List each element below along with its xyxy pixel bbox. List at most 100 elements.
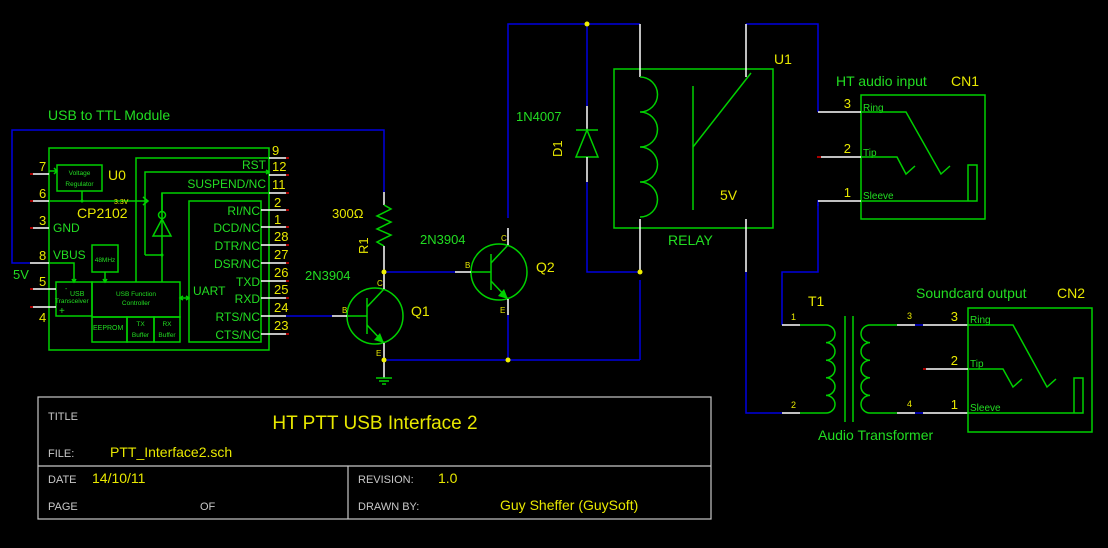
txd-label: TXD	[236, 275, 260, 289]
q2-ref: Q2	[536, 259, 555, 275]
title-block: TITLE HT PTT USB Interface 2 FILE: PTT_I…	[37, 396, 712, 520]
cn2-title: Soundcard output	[916, 285, 1027, 301]
r1-resistor: 300Ω R1	[332, 192, 393, 272]
cn2-tip-label: Tip	[970, 359, 984, 370]
controller-label-1: USB Function	[116, 291, 156, 298]
pin-9: 9	[272, 143, 279, 158]
q2-base-label: B	[465, 261, 470, 270]
cn1-ring-label: Ring	[863, 103, 884, 114]
pin-8: 8	[39, 248, 46, 263]
wire-cn1-t1	[781, 203, 819, 325]
vbus-pin-label: VBUS	[53, 248, 86, 262]
v33-label: 3.3V	[114, 199, 129, 206]
rst-label: RST	[242, 158, 267, 172]
wires	[11, 23, 923, 414]
t1-pin-1: 1	[791, 312, 796, 322]
cp2102-body	[48, 147, 270, 351]
t1-part: Audio Transformer	[818, 427, 933, 443]
wire-relay-t1	[745, 272, 782, 414]
file-name: PTT_Interface2.sch	[110, 444, 232, 460]
dcd-label: DCD/NC	[213, 221, 260, 235]
cn2-sleeve-label: Sleeve	[970, 403, 1001, 414]
regulator-label-2: Regulator	[65, 181, 94, 188]
cn1-connector: HT audio input CN1 3 2 1 Ring Tip Sleeve	[817, 73, 986, 220]
t1-pin-3: 3	[907, 311, 912, 321]
relay-ref: U1	[774, 51, 792, 67]
cn1-ref: CN1	[951, 73, 979, 89]
wire-top-bus	[507, 23, 640, 218]
pin-28: 28	[274, 229, 288, 244]
date-label: DATE	[48, 474, 77, 486]
5v-supply-label: 5V	[13, 267, 29, 282]
q1-emitter-label: E	[376, 349, 381, 358]
rx-buffer-block	[153, 316, 181, 343]
revision-label: REVISION:	[358, 474, 414, 486]
t1-pin-2: 2	[791, 400, 796, 410]
q1-transistor: 2N3904 Q1 B C E	[305, 268, 430, 385]
d1-part: 1N4007	[516, 109, 562, 124]
q2-emitter-label: E	[500, 306, 505, 315]
pin-3: 3	[39, 213, 46, 228]
pin-4: 4	[39, 310, 46, 325]
title-label: TITLE	[48, 411, 78, 423]
dtr-label: DTR/NC	[215, 239, 261, 253]
pin-26: 26	[274, 265, 288, 280]
pin-7: 7	[39, 159, 46, 174]
rx-buffer-label-1: RX	[162, 321, 172, 328]
pin-2: 2	[274, 195, 281, 210]
q1-part: 2N3904	[305, 268, 351, 283]
suspend-label: SUSPEND/NC	[187, 177, 266, 191]
dsr-label: DSR/NC	[214, 257, 260, 271]
sheet-title: HT PTT USB Interface 2	[272, 413, 477, 434]
t1-primary-coil	[825, 324, 836, 414]
cp2102-part: CP2102	[77, 205, 128, 221]
pin-24: 24	[274, 300, 288, 315]
r1-ref: R1	[356, 237, 371, 254]
cn2-ref: CN2	[1057, 285, 1085, 301]
of-label: OF	[200, 501, 216, 513]
transceiver-label-2: Transceiver	[55, 298, 90, 305]
pin-11: 11	[272, 177, 286, 192]
q2-collector-label: C	[501, 234, 507, 243]
pin-25: 25	[274, 282, 288, 297]
t1-pin-4: 4	[907, 399, 912, 409]
d1-diode: 1N4007 D1	[516, 106, 600, 182]
cn1-pin-1: 1	[844, 185, 851, 200]
transceiver-minus: -	[65, 286, 68, 293]
ri-label: RI/NC	[227, 204, 260, 218]
pin-1: 1	[274, 212, 281, 227]
gnd-pin-label: GND	[53, 221, 80, 235]
wire-5v	[11, 129, 385, 264]
transceiver-plus: +	[59, 306, 65, 317]
rts-label: RTS/NC	[216, 310, 261, 324]
left-pins: 7 6 3 8 5 4	[30, 159, 56, 325]
cn2-ring-label: Ring	[970, 315, 991, 326]
q1-collector-label: C	[377, 279, 383, 288]
relay-switch	[692, 72, 752, 148]
oscillator-label: 48MHz	[95, 257, 116, 264]
revision-value: 1.0	[438, 470, 458, 486]
pin-27: 27	[274, 247, 288, 262]
tx-buffer-label-1: TX	[136, 321, 145, 328]
file-label: FILE:	[48, 448, 74, 460]
junctions	[381, 21, 643, 363]
relay-u1: U1 5V RELAY	[613, 24, 792, 272]
pin-5: 5	[39, 274, 46, 289]
page-label: PAGE	[48, 501, 78, 513]
date-value: 14/10/11	[92, 470, 146, 486]
eeprom-label: EEPROM	[93, 325, 124, 332]
transceiver-label-1: USB	[70, 291, 85, 298]
usb-ttl-module: USB to TTL Module Voltage Regulator 3.3V…	[13, 107, 289, 351]
cn1-pin-3: 3	[844, 96, 851, 111]
q1-ref: Q1	[411, 303, 430, 319]
t1-transformer: T1 1 2 3 4 Audio Transformer	[782, 293, 968, 443]
q2-part: 2N3904	[420, 232, 466, 247]
q1-base-label: B	[342, 306, 347, 315]
uart-block	[188, 200, 262, 343]
d1-ref: D1	[550, 140, 565, 157]
pin-6: 6	[39, 186, 46, 201]
voltage-regulator-block	[56, 164, 103, 192]
tx-buffer-label-2: Buffer	[132, 332, 150, 339]
cts-label: CTS/NC	[215, 328, 260, 342]
t1-ref: T1	[808, 293, 825, 309]
